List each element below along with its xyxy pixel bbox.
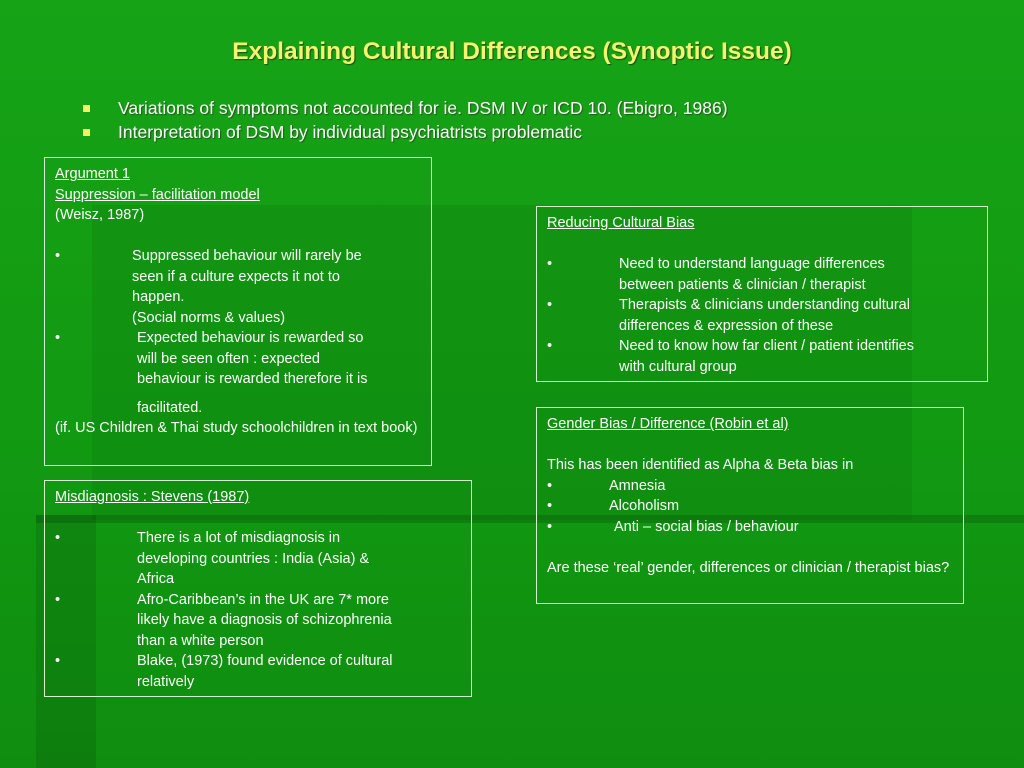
intro-bullet: Variations of symptoms not accounted for… <box>80 96 728 120</box>
argument-item-line: seen if a culture expects it not to <box>132 268 340 285</box>
bullet-dot-icon: • <box>547 498 553 514</box>
argument-model: Suppression – facilitation model <box>55 186 260 203</box>
argument-item-line: Expected behaviour is rewarded so <box>137 330 364 346</box>
bullet-dot-icon: • <box>55 591 61 608</box>
slide-title: Explaining Cultural Differences (Synopti… <box>232 38 792 65</box>
bullet-dot-icon: • <box>55 248 61 264</box>
argument-item: • Expected behaviour is rewarded so will… <box>55 328 421 418</box>
square-bullet-icon <box>83 129 90 136</box>
argument-note: (if. US Children & Thai study schoolchil… <box>55 420 418 436</box>
square-bullet-icon <box>83 105 90 112</box>
reducing-bias-item-line: Need to know how far client / patient id… <box>619 338 914 354</box>
misdiagnosis-box: Misdiagnosis : Stevens (1987) • There is… <box>44 480 472 697</box>
argument-item-line: facilitated. <box>137 399 203 416</box>
gender-bias-item: • Anti – social bias / behaviour <box>547 517 953 538</box>
gender-bias-box: Gender Bias / Difference (Robin et al) T… <box>536 407 964 604</box>
misdiagnosis-item-line: developing countries : India (Asia) & <box>137 550 370 567</box>
bullet-dot-icon: • <box>55 653 61 669</box>
background-band-horizontal <box>36 515 1024 523</box>
misdiagnosis-item-line: There is a lot of misdiagnosis in <box>137 530 341 546</box>
reducing-bias-item: • Therapists & clinicians understanding … <box>547 295 977 336</box>
argument-item-line: (Social norms & values) <box>132 309 286 326</box>
misdiagnosis-item-line: than a white person <box>137 632 264 649</box>
reducing-bias-heading: Reducing Cultural Bias <box>547 215 695 231</box>
reducing-bias-item-line: with cultural group <box>619 358 737 375</box>
misdiagnosis-item-line: Blake, (1973) found evidence of cultural <box>137 653 393 669</box>
gender-bias-question: Are these ‘real’ gender, differences or … <box>547 559 950 576</box>
reducing-bias-item-line: between patients & clinician / therapist <box>619 276 866 293</box>
bullet-dot-icon: • <box>547 297 553 313</box>
gender-bias-heading: Gender Bias / Difference (Robin et al) <box>547 416 789 432</box>
misdiagnosis-heading: Misdiagnosis : Stevens (1987) <box>55 489 250 505</box>
misdiagnosis-item-line: Africa <box>137 571 175 587</box>
bullet-dot-icon: • <box>55 530 61 546</box>
bullet-dot-icon: • <box>55 330 61 346</box>
misdiagnosis-item-line: Afro-Caribbean’s in the UK are 7* more <box>137 591 389 608</box>
argument-item-line: will be seen often : expected <box>137 350 320 367</box>
intro-bullet-text: Variations of symptoms not accounted for… <box>118 98 728 118</box>
reducing-bias-item-line: differences & expression of these <box>619 317 834 334</box>
argument-heading: Argument 1 <box>55 166 130 182</box>
argument-item-line: happen. <box>132 289 185 305</box>
gender-bias-item: • Amnesia <box>547 476 953 497</box>
reducing-bias-item: • Need to understand language difference… <box>547 254 977 295</box>
intro-bullet-text: Interpretation of DSM by individual psyc… <box>118 122 582 142</box>
misdiagnosis-item-line: relatively <box>137 673 195 690</box>
gender-bias-item: • Alcoholism <box>547 496 953 517</box>
intro-bullet: Interpretation of DSM by individual psyc… <box>80 120 728 144</box>
argument-item-line: Suppressed behaviour will rarely be <box>132 248 362 264</box>
background-band-vertical <box>36 515 96 768</box>
argument-citation: (Weisz, 1987) <box>55 207 145 223</box>
misdiagnosis-item: • There is a lot of misdiagnosis in deve… <box>55 528 461 590</box>
bullet-dot-icon: • <box>547 256 553 272</box>
intro-bullet-list: Variations of symptoms not accounted for… <box>80 96 728 144</box>
background-shade <box>92 205 912 520</box>
bullet-dot-icon: • <box>547 477 553 494</box>
misdiagnosis-item: • Blake, (1973) found evidence of cultur… <box>55 651 461 692</box>
argument-box: Argument 1 Suppression – facilitation mo… <box>44 157 432 466</box>
gender-bias-intro: This has been identified as Alpha & Beta… <box>547 457 854 473</box>
reducing-bias-item-line: Therapists & clinicians understanding cu… <box>619 297 910 313</box>
reducing-bias-item-line: Need to understand language differences <box>619 256 885 272</box>
gender-bias-item-text: Anti – social bias / behaviour <box>614 518 799 535</box>
argument-item-line: behaviour is rewarded therefore it is <box>137 371 368 387</box>
argument-item: • Suppressed behaviour will rarely be se… <box>55 246 421 328</box>
reducing-bias-item: • Need to know how far client / patient … <box>547 336 977 377</box>
gender-bias-item-text: Alcoholism <box>609 498 680 514</box>
misdiagnosis-item: • Afro-Caribbean’s in the UK are 7* more… <box>55 590 461 652</box>
bullet-dot-icon: • <box>547 338 553 354</box>
reducing-bias-box: Reducing Cultural Bias • Need to underst… <box>536 206 988 382</box>
bullet-dot-icon: • <box>547 518 553 535</box>
gender-bias-item-text: Amnesia <box>609 477 666 494</box>
misdiagnosis-item-line: likely have a diagnosis of schizophrenia <box>137 612 392 628</box>
